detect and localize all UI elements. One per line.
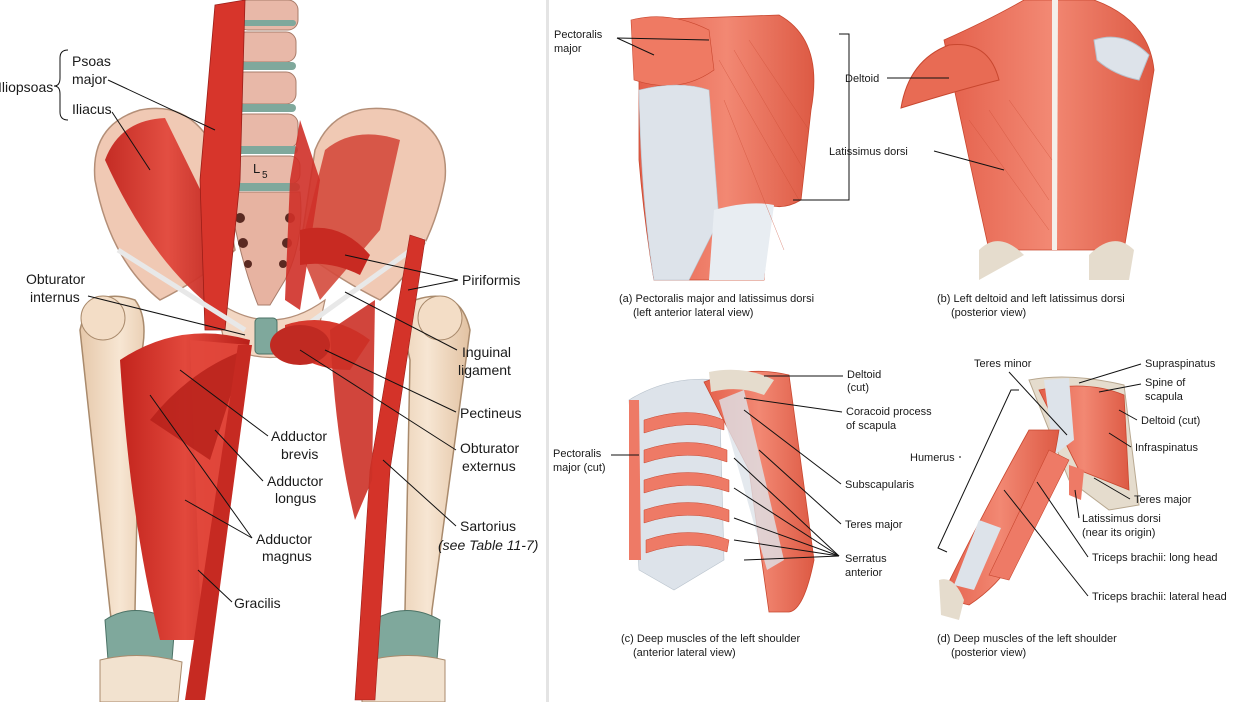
label-d-infraspinatus: Infraspinatus <box>1135 442 1198 454</box>
label-adductor-magnus-2: magnus <box>262 548 312 564</box>
latissimus-bracket <box>793 33 850 201</box>
label-obturator-externus-1: Obturator <box>460 440 519 456</box>
label-d-latissimus-1: Latissimus dorsi <box>1082 513 1161 525</box>
label-adductor-brevis-2: brevis <box>281 446 318 462</box>
label-inguinal-2: ligament <box>458 362 511 378</box>
label-d-spine-1: Spine of <box>1145 377 1186 389</box>
panel-b: Deltoid Latissimus dorsi (b) Left deltoi… <box>829 0 1155 319</box>
iliacus-muscle-left <box>105 118 230 310</box>
iliopsoas-brace <box>53 49 69 121</box>
label-piriformis: Piriformis <box>462 272 520 288</box>
piriformis-muscle <box>300 227 370 275</box>
label-adductor-brevis-1: Adductor <box>271 428 327 444</box>
label-obturator-internus-1: Obturator <box>26 271 85 287</box>
label-d-humerus: Humerus <box>910 452 955 464</box>
label-obturator-externus-2: externus <box>462 458 516 474</box>
panel-divider <box>546 0 549 702</box>
label-psoas-major-2: major <box>72 71 107 87</box>
label-a-deltoid: Deltoid <box>845 73 879 85</box>
label-obturator-internus-2: internus <box>30 289 80 305</box>
label-d-supraspinatus: Supraspinatus <box>1145 358 1216 370</box>
caption-d-2: (posterior view) <box>951 647 1026 659</box>
label-a-latissimus: Latissimus dorsi <box>829 146 908 158</box>
gracilis-muscle <box>185 345 252 700</box>
label-d-teres-major: Teres major <box>1134 494 1192 506</box>
psoas-major-muscle <box>199 0 246 331</box>
label-c-teres-major: Teres major <box>845 519 903 531</box>
caption-b-2: (posterior view) <box>951 307 1026 319</box>
humerus-bracket <box>937 389 1019 553</box>
label-pectineus: Pectineus <box>460 405 521 421</box>
label-d-teres-minor: Teres minor <box>974 358 1032 370</box>
caption-c-2: (anterior lateral view) <box>633 647 736 659</box>
label-d-spine-2: scapula <box>1145 391 1184 403</box>
label-l5-sub: 5 <box>262 170 268 181</box>
label-a-pectoralis-1: Pectoralis <box>554 29 603 41</box>
caption-a-1: (a) Pectoralis major and latissimus dors… <box>619 293 814 305</box>
label-l5: L <box>253 161 260 176</box>
label-adductor-magnus-1: Adductor <box>256 531 312 547</box>
shoulder-muscles-illustration: Pectoralis major (a) Pectoralis major an… <box>553 0 1227 659</box>
label-c-pectoralis-1: Pectoralis <box>553 448 602 460</box>
label-gracilis: Gracilis <box>234 595 281 611</box>
label-c-coracoid-2: of scapula <box>846 420 897 432</box>
label-sartorius: Sartorius <box>460 518 516 534</box>
caption-d-1: (d) Deep muscles of the left shoulder <box>937 633 1117 645</box>
label-d-latissimus-2: (near its origin) <box>1082 527 1155 539</box>
caption-b-1: (b) Left deltoid and left latissimus dor… <box>937 293 1125 305</box>
label-c-subscapularis: Subscapularis <box>845 479 915 491</box>
inguinal-ligament-left <box>116 247 247 333</box>
label-iliopsoas: Iliopsoas <box>0 79 53 95</box>
label-iliacus: Iliacus <box>72 101 112 117</box>
hip-muscles-figure: Iliopsoas Psoas major Iliacus L 5 Obtura… <box>0 0 546 702</box>
label-d-deltoid-cut: Deltoid (cut) <box>1141 415 1200 427</box>
panel-a: Pectoralis major (a) Pectoralis major an… <box>554 14 850 319</box>
label-c-coracoid-1: Coracoid process <box>846 406 932 418</box>
label-d-triceps-long: Triceps brachii: long head <box>1092 552 1218 564</box>
label-d-triceps-lateral: Triceps brachii: lateral head <box>1092 591 1227 603</box>
label-sartorius-note: (see Table 11-7) <box>438 537 538 553</box>
label-c-deltoid-2: (cut) <box>847 382 869 394</box>
label-adductor-longus-2: longus <box>275 490 316 506</box>
caption-a-2: (left anterior lateral view) <box>633 307 753 319</box>
shoulder-muscles-figure: Pectoralis major (a) Pectoralis major an… <box>549 0 1238 702</box>
label-c-pectoralis-2: major (cut) <box>553 462 606 474</box>
label-a-pectoralis-2: major <box>554 43 582 55</box>
label-c-serratus-2: anterior <box>845 567 883 579</box>
panel-d: Teres minor Supraspinatus Spine of scapu… <box>910 358 1227 659</box>
label-adductor-longus-1: Adductor <box>267 473 323 489</box>
label-c-deltoid-1: Deltoid <box>847 369 881 381</box>
label-c-serratus-1: Serratus <box>845 553 887 565</box>
label-inguinal-1: Inguinal <box>462 344 511 360</box>
hip-figure-labels: Iliopsoas Psoas major Iliacus L 5 Obtura… <box>0 49 538 611</box>
label-psoas-major-1: Psoas <box>72 53 111 69</box>
inguinal-ligament-right <box>298 237 427 333</box>
hip-muscles-illustration: Iliopsoas Psoas major Iliacus L 5 Obtura… <box>0 0 538 702</box>
caption-c-1: (c) Deep muscles of the left shoulder <box>621 633 800 645</box>
panel-c: Deltoid (cut) Coracoid process of scapul… <box>553 369 932 659</box>
